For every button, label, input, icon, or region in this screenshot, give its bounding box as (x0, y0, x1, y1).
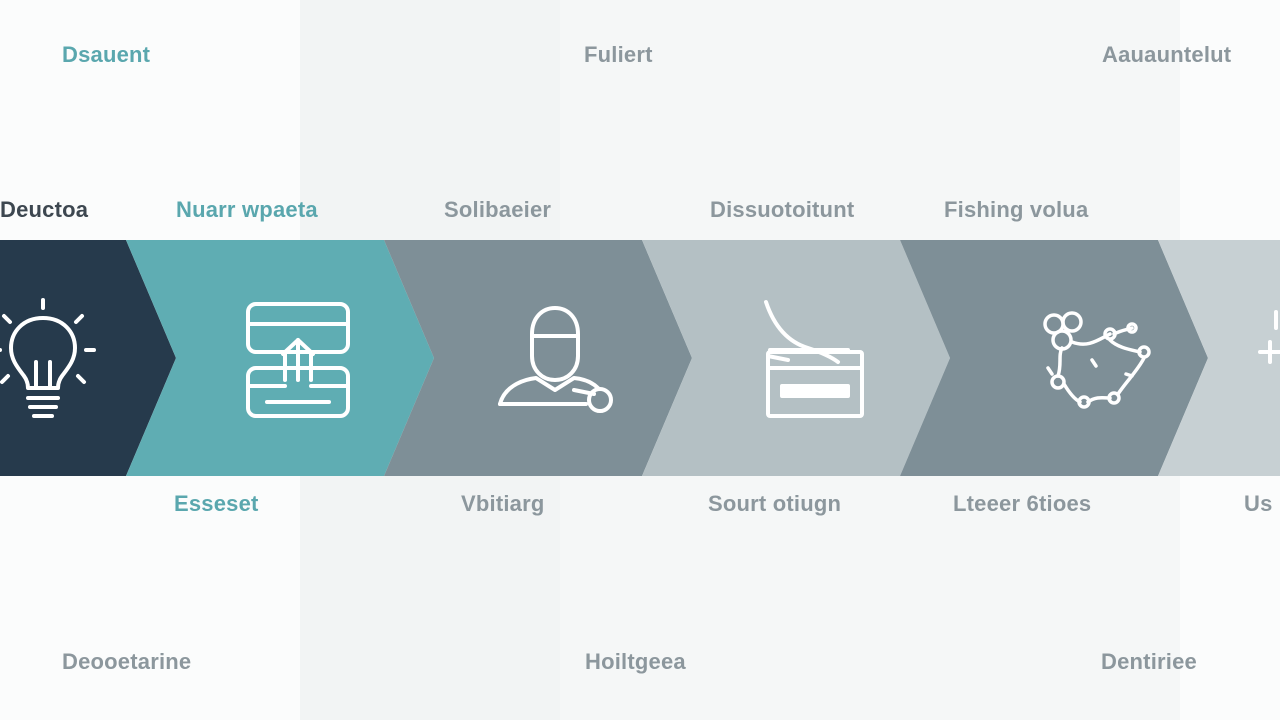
chevron-step-5 (900, 240, 1208, 476)
top-label-center: Fuliert (584, 42, 653, 67)
bottom-label-right: Dentiriee (1101, 649, 1197, 674)
bottom-label-left: Deooetarine (62, 649, 192, 674)
below-label-3: Sourt otiugn (708, 491, 842, 516)
card-document-icon (748, 290, 878, 430)
bottom-label-center: Hoiltgeea (585, 649, 686, 674)
person-icon (490, 290, 620, 430)
chevron-step-4 (642, 240, 950, 476)
step-label-5: Fishing volua (944, 197, 1089, 222)
chevron-band (0, 240, 1280, 476)
partial-icon (1240, 290, 1280, 430)
stacked-boxes-icon (233, 290, 363, 430)
below-label-1: Esseset (174, 491, 259, 516)
step-label-3: Solibaeier (444, 197, 552, 222)
chevron-step-6 (1158, 240, 1280, 476)
lightbulb-icon (0, 290, 108, 430)
top-label-left: Dsauent (62, 42, 151, 67)
network-nodes-icon (1028, 290, 1158, 430)
top-label-right: Aauauntelut (1102, 42, 1232, 67)
below-label-2: Vbitiarg (461, 491, 545, 516)
step-label-2: Nuarr wpaeta (176, 197, 318, 222)
step-label-1: Deuctoa (0, 197, 89, 222)
chevron-step-2 (126, 240, 434, 476)
chevron-step-3 (384, 240, 692, 476)
below-label-4: Lteeer 6tioes (953, 491, 1092, 516)
below-label-5: Us (1244, 491, 1273, 516)
step-label-4: Dissuotoitunt (710, 197, 855, 222)
